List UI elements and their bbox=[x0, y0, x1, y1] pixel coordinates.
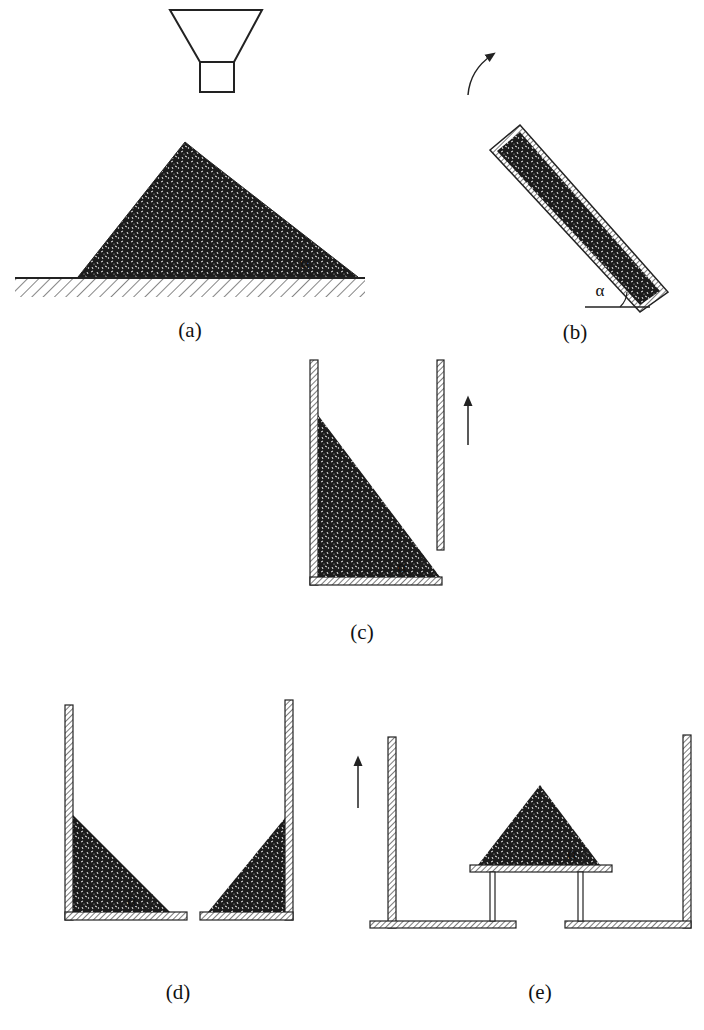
angle-label: α bbox=[301, 254, 310, 271]
figure-caption: (c) bbox=[350, 622, 373, 643]
figure-caption: (a) bbox=[178, 320, 201, 341]
angle-label: α bbox=[128, 892, 137, 909]
lifted-wall-box bbox=[310, 360, 468, 585]
split-floor-box bbox=[65, 700, 293, 920]
tilting-box bbox=[468, 55, 668, 312]
funnel-pile bbox=[15, 10, 365, 297]
figure-caption: (e) bbox=[528, 982, 551, 1003]
figure-caption: (b) bbox=[563, 322, 588, 343]
angle-label: α bbox=[596, 282, 605, 299]
platform-box bbox=[358, 735, 691, 928]
angle-label: α bbox=[398, 558, 407, 575]
angle-label: α bbox=[568, 845, 577, 862]
figure-caption: (d) bbox=[166, 982, 191, 1003]
